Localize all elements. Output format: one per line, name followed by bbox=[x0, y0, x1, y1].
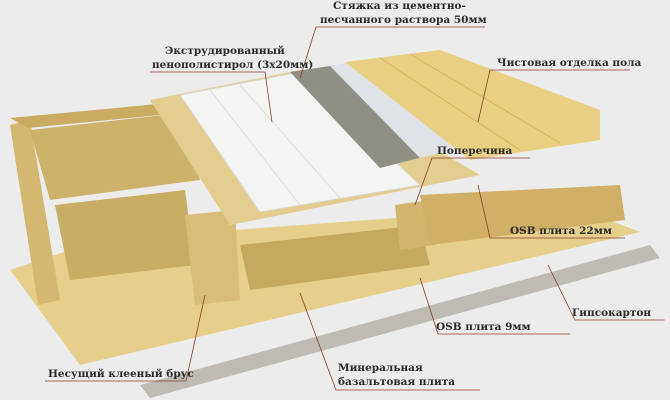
label-mineral-line1: Минеральная bbox=[338, 362, 423, 374]
mineral-wool-block bbox=[30, 112, 200, 200]
label-screed-line2: песчанного раствора 50мм bbox=[320, 14, 487, 26]
leader-lines bbox=[45, 26, 665, 391]
label-osb22: OSB плита 22мм bbox=[510, 225, 612, 237]
label-screed-line1: Стяжка из цементно- bbox=[333, 0, 466, 12]
osb-22mm-layer bbox=[420, 185, 625, 245]
label-drywall: Гипсокартон bbox=[572, 307, 652, 319]
label-eps-line2: пенополистирол (3х20мм) bbox=[152, 59, 314, 71]
label-eps-line1: Экструдированный bbox=[165, 45, 285, 57]
screed-membrane bbox=[330, 60, 460, 158]
mineral-wool-block bbox=[240, 225, 430, 290]
drywall-layer bbox=[140, 245, 660, 398]
label-crossbar: Поперечина bbox=[437, 145, 513, 157]
beam-front bbox=[185, 210, 240, 305]
label-osb9: OSB плита 9мм bbox=[436, 321, 531, 333]
finish-floor-layer bbox=[345, 50, 600, 160]
label-mineral-line2: базальтовая плита bbox=[338, 376, 456, 388]
beam-left bbox=[10, 120, 60, 305]
label-finish: Чистовая отделка пола bbox=[497, 57, 642, 69]
mineral-wool-block bbox=[55, 190, 195, 280]
label-beam: Несущий клееный брус bbox=[48, 368, 194, 380]
eps-foam-layer bbox=[179, 71, 422, 213]
